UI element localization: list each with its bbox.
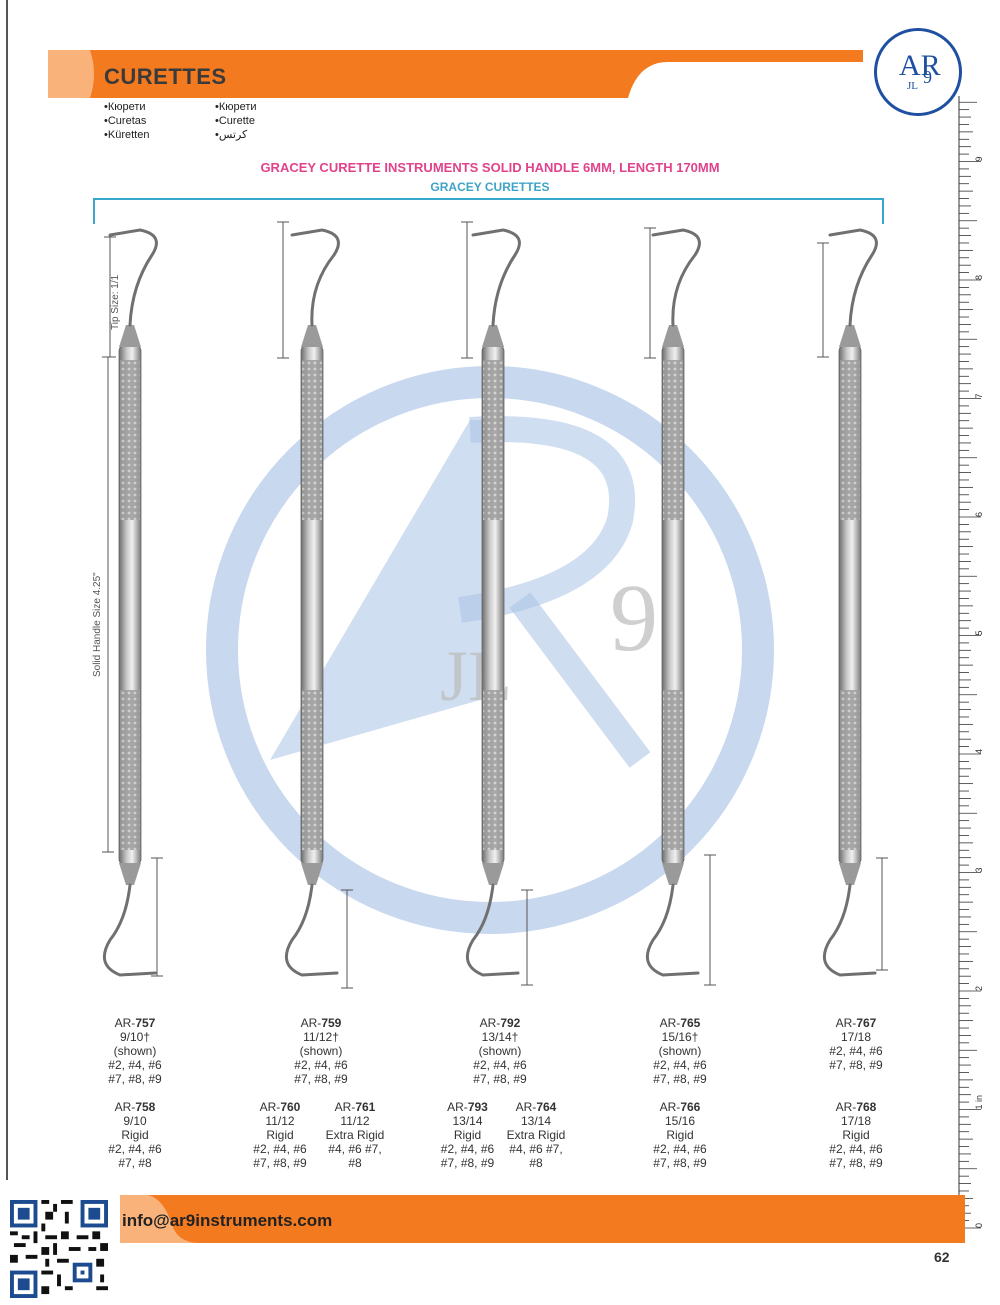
taper-bottom: [301, 863, 323, 885]
handle-grip-bottom: [663, 690, 683, 850]
taper-top: [482, 325, 504, 347]
ruler-number: 1 in: [974, 1095, 984, 1110]
taper-bottom: [119, 863, 141, 885]
handle-grip-bottom: [840, 690, 860, 850]
lang-item: Curette: [215, 114, 257, 128]
brand-logo: AR 9 JL: [874, 28, 962, 116]
product-block-792: AR-792 13/14†(shown) #2, #4, #6#7, #8, #…: [473, 1016, 527, 1086]
qr-code[interactable]: [10, 1200, 108, 1298]
section-heading: GRACEY CURETTE INSTRUMENTS SOLID HANDLE …: [260, 160, 720, 175]
handle-grip-top: [840, 360, 860, 520]
logo-letters: AR: [899, 49, 941, 82]
ruler-number: 4: [974, 749, 984, 754]
product-block-767: AR-767 17/18 #2, #4, #6#7, #8, #9: [829, 1016, 883, 1072]
working-end-bottom: [102, 883, 157, 977]
language-list-2: Кюрети Curette كرتس: [215, 100, 257, 142]
inch-ruler: 01 in23456789INCHES: [956, 96, 984, 1238]
working-end-bottom: [284, 883, 339, 977]
handle-size-label: Solid Handle Size 4.25": [92, 572, 103, 677]
taper-bottom: [482, 863, 504, 885]
language-list-1: Кюрети Curetas Küretten: [104, 100, 150, 142]
header-bar: [48, 50, 863, 98]
logo-number: 9: [923, 67, 932, 87]
working-end-top: [651, 228, 701, 327]
left-margin-rule: [6, 0, 8, 1180]
contact-email[interactable]: info@ar9instruments.com: [122, 1211, 333, 1230]
ruler-number: 2: [974, 986, 984, 991]
page-title: CURETTES: [104, 64, 227, 89]
ruler-number: 3: [974, 867, 984, 872]
working-end-top: [828, 228, 878, 327]
lang-item: Curetas: [104, 114, 149, 128]
lang-item: كرتس: [215, 128, 257, 142]
handle-grip-bottom: [120, 690, 140, 850]
handle-grip-top: [120, 360, 140, 520]
working-end-bottom: [822, 883, 877, 977]
taper-bottom: [839, 863, 861, 885]
ruler-number: 6: [974, 512, 984, 517]
group-bracket: [93, 198, 884, 224]
working-end-top: [471, 228, 521, 327]
lang-item: Küretten: [104, 128, 150, 142]
working-end-top: [290, 228, 340, 327]
page-number: 62: [934, 1249, 950, 1265]
watermark-number: 9: [610, 564, 658, 671]
handle-grip-top: [483, 360, 503, 520]
taper-top: [839, 325, 861, 347]
working-end-bottom: [645, 883, 700, 977]
handle-grip-top: [663, 360, 683, 520]
footer-bar: [120, 1195, 965, 1243]
taper-top: [119, 325, 141, 347]
product-block-759: AR-759 11/12†(shown) #2, #4, #6#7, #8, #…: [294, 1016, 348, 1086]
working-end-bottom: [465, 883, 520, 977]
taper-top: [301, 325, 323, 347]
ruler-number: 0: [974, 1223, 984, 1228]
lang-item: Кюрети: [104, 100, 149, 114]
ruler-number: 7: [974, 393, 984, 398]
product-block-757: AR-757 9/10†(shown) #2, #4, #6#7, #8, #9: [108, 1016, 162, 1086]
ruler-number: 9: [974, 156, 984, 161]
working-end-top: [108, 228, 158, 327]
product-block-765: AR-765 15/16†(shown) #2, #4, #6#7, #8, #…: [653, 1016, 707, 1086]
lang-item: Кюрети: [215, 100, 257, 114]
logo-small: JL: [907, 80, 918, 92]
handle-grip-bottom: [483, 690, 503, 850]
section-subheading: GRACEY CURETTES: [430, 180, 550, 194]
ruler-number: 8: [974, 275, 984, 280]
tip-size-label: Tip Size: 1/1: [110, 274, 121, 330]
taper-top: [662, 325, 684, 347]
handle-grip-bottom: [302, 690, 322, 850]
taper-bottom: [662, 863, 684, 885]
handle-grip-top: [302, 360, 322, 520]
ruler-number: 5: [974, 630, 984, 635]
